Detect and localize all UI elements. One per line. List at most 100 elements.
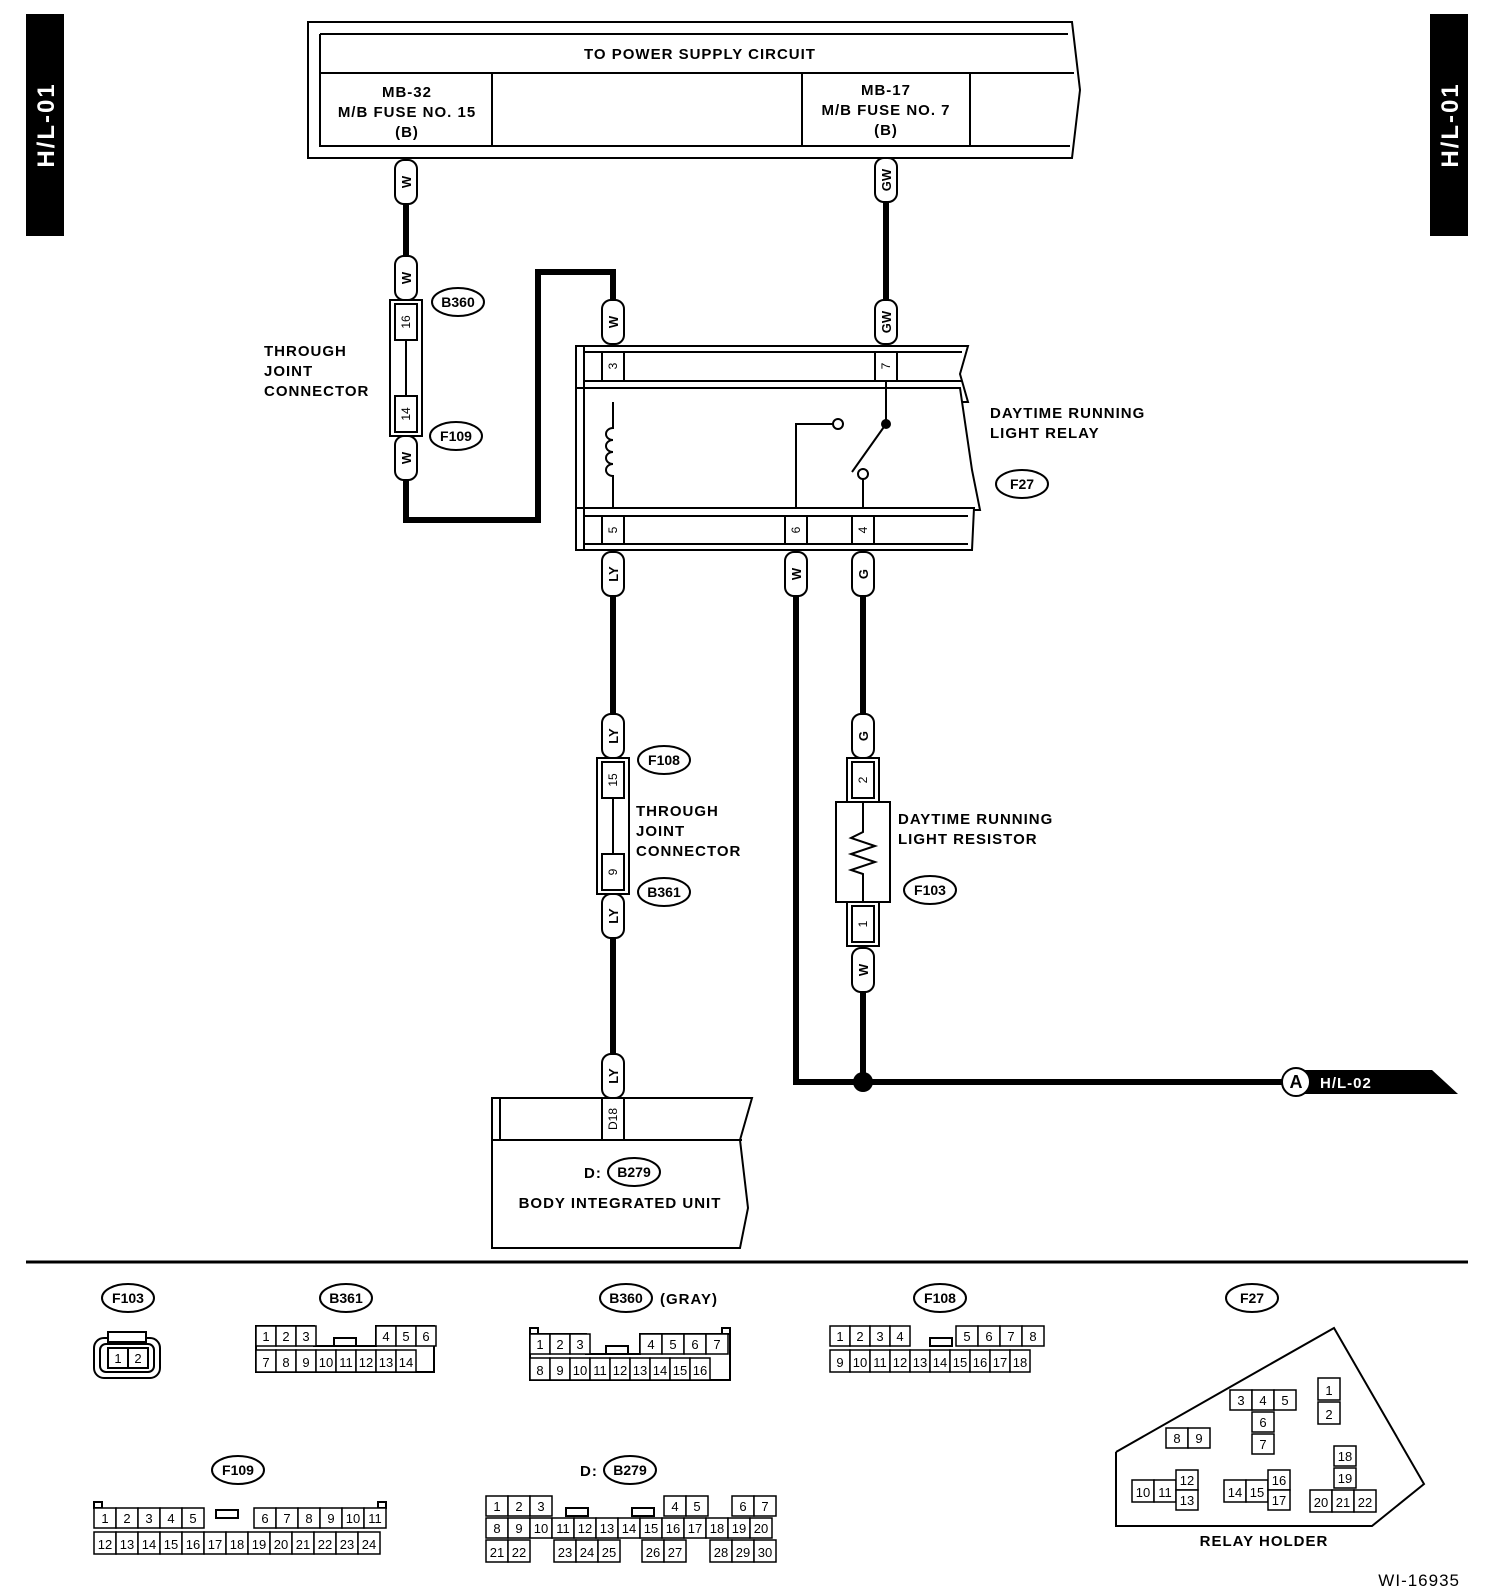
svg-text:B360: B360	[609, 1290, 643, 1306]
pin-cell: 3	[1237, 1393, 1244, 1408]
connector-badges: B360 F109 F27 F108 B361 F103 B279	[429, 287, 1049, 1187]
pin-cell: 13	[600, 1521, 614, 1536]
pin-cell: 8	[1029, 1329, 1036, 1344]
pin-cell: 7	[262, 1355, 269, 1370]
pin-cell: 10	[346, 1511, 360, 1526]
relay-label-line1: DAYTIME RUNNING	[990, 405, 1145, 422]
pin-cell: 6	[985, 1329, 992, 1344]
through-joint-2-line2: JOINT	[636, 823, 685, 840]
through-joint-1-line1: THROUGH	[264, 343, 347, 360]
pin-cell: 13	[1180, 1493, 1194, 1508]
through-joint-2-line3: CONNECTOR	[636, 843, 741, 860]
svg-text:W: W	[789, 567, 804, 580]
pin-cell: 24	[580, 1545, 594, 1560]
svg-text:B279: B279	[617, 1164, 651, 1180]
pin-cell: 16	[186, 1537, 200, 1552]
svg-text:W: W	[399, 451, 414, 464]
pin-cell: 27	[668, 1545, 682, 1560]
ref-page: H/L-02	[1320, 1075, 1372, 1092]
pin-cell: 6	[691, 1337, 698, 1352]
wire-tag-ly-4: LY	[601, 1053, 625, 1099]
pin-4: 4	[856, 526, 870, 533]
figure-id: WI-16935	[1378, 1571, 1460, 1590]
wire-tag-ly-2: LY	[601, 713, 625, 759]
fuse-right-line1: MB-17	[861, 82, 911, 99]
pin-cell: 12	[1180, 1473, 1194, 1488]
fuse-right-line3: (B)	[874, 122, 898, 139]
fuse-left-line1: MB-32	[382, 84, 432, 101]
pin-cell: 9	[302, 1355, 309, 1370]
svg-text:W: W	[399, 271, 414, 284]
pin-cell: 22	[512, 1545, 526, 1560]
through-joint-2-line1: THROUGH	[636, 803, 719, 820]
pin-cell: 21	[1336, 1495, 1350, 1510]
pin-cell: 14	[399, 1355, 413, 1370]
pin-cell: 6	[261, 1511, 268, 1526]
through-joint-1-line3: CONNECTOR	[264, 383, 369, 400]
pin-cell: 6	[1259, 1415, 1266, 1430]
pin-cell: 24	[362, 1537, 376, 1552]
daytime-running-light-relay: 3 7 5 6 4 DAYTIME RUNNING LIGHT RELAY	[575, 345, 1145, 551]
pin-cell: 7	[713, 1337, 720, 1352]
pin-cell: 11	[1158, 1485, 1172, 1500]
pin-cell: 12	[98, 1537, 112, 1552]
pin-cell: 12	[578, 1521, 592, 1536]
page-tab-left: H/L-01	[26, 14, 64, 236]
pin-9: 9	[606, 868, 620, 875]
svg-text:GW: GW	[879, 168, 894, 191]
offpage-reference: A H/L-02	[1281, 1067, 1458, 1097]
pin-cell: 11	[339, 1355, 353, 1370]
pin-cell: 16	[973, 1355, 987, 1370]
face-f103: F103 1 2	[93, 1283, 161, 1379]
pin-cell: 15	[1250, 1485, 1264, 1500]
through-joint-connector-1: 16 14 THROUGH JOINT CONNECTOR	[264, 299, 423, 437]
pin-cell: 15	[673, 1363, 687, 1378]
resistor-label-line1: DAYTIME RUNNING	[898, 811, 1053, 828]
relay-label-line2: LIGHT RELAY	[990, 425, 1100, 442]
pin-cell: 14	[1228, 1485, 1242, 1500]
pin-cell: 19	[1338, 1471, 1352, 1486]
svg-text:2: 2	[134, 1351, 141, 1366]
svg-text:F109: F109	[440, 428, 472, 444]
svg-text:W: W	[399, 175, 414, 188]
svg-text:F103: F103	[112, 1290, 144, 1306]
pin-cell: 17	[208, 1537, 222, 1552]
biu-prefix: D:	[584, 1165, 602, 1182]
pin-cell: 4	[1259, 1393, 1266, 1408]
pin-cell: 11	[593, 1363, 607, 1378]
pin-2: 2	[856, 776, 870, 783]
pin-cell: 14	[653, 1363, 667, 1378]
pin-cell: 6	[739, 1499, 746, 1514]
through-joint-connector-2: 15 9 THROUGH JOINT CONNECTOR	[596, 757, 741, 895]
pin-cell: 4	[896, 1329, 903, 1344]
pin-cell: 3	[302, 1329, 309, 1344]
badge-f109: F109	[429, 421, 483, 451]
pin-cell: 1	[101, 1511, 108, 1526]
pin-cell: 3	[876, 1329, 883, 1344]
svg-text:F108: F108	[924, 1290, 956, 1306]
pin-cell: 30	[758, 1545, 772, 1560]
pin-cell: 7	[283, 1511, 290, 1526]
pin-cell: 23	[340, 1537, 354, 1552]
pin-cell: 12	[359, 1355, 373, 1370]
pin-cell: 18	[230, 1537, 244, 1552]
pin-cell: 29	[736, 1545, 750, 1560]
wire-color-tags: W GW W W W GW LY W G LY LY G W LY	[394, 157, 898, 1099]
svg-text:B279: B279	[613, 1462, 647, 1478]
pin-cell: 13	[379, 1355, 393, 1370]
pin-cell: 16	[666, 1521, 680, 1536]
pin-cell: 1	[262, 1329, 269, 1344]
svg-text:1: 1	[114, 1351, 121, 1366]
pin-cell: 13	[913, 1355, 927, 1370]
b360-gray: (GRAY)	[660, 1291, 718, 1308]
pin-6: 6	[789, 526, 803, 533]
wire-tag-g-2: G	[851, 713, 875, 759]
svg-text:LY: LY	[606, 566, 621, 582]
pin-cell: 1	[536, 1337, 543, 1352]
wire-tag-w-2: W	[394, 255, 418, 301]
pin-cell: 8	[1173, 1431, 1180, 1446]
